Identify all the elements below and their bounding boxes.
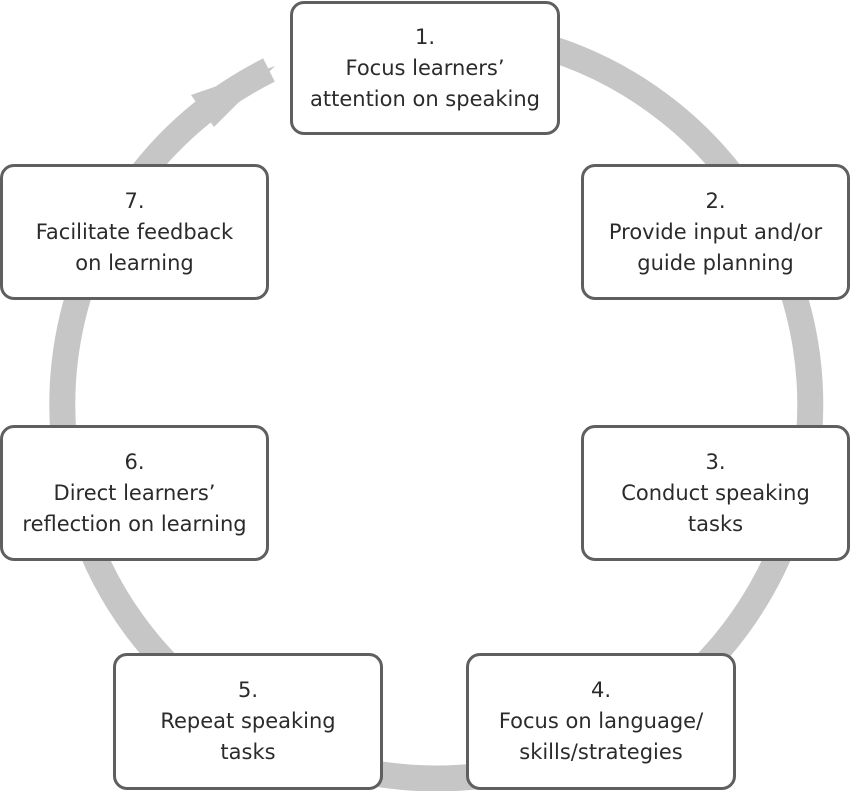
- step-6-line-1: Direct learners’: [53, 480, 216, 505]
- step-5-line-2: tasks: [220, 740, 276, 764]
- step-4-number: 4.: [590, 678, 612, 702]
- step-1-line-2: attention on speaking: [310, 86, 540, 111]
- step-7-line-1: Facilitate feedback: [35, 219, 234, 244]
- step-4-line-1: Focus on language/: [498, 709, 704, 733]
- step-5-line-1: Repeat speaking: [160, 709, 336, 733]
- step-6-box: 6. Direct learners’ reflection on learni…: [0, 425, 269, 561]
- step-7-box: 7. Facilitate feedback on learning: [0, 164, 269, 300]
- step-6-line-2: reflection on learning: [22, 511, 247, 536]
- step-3-line-1: Conduct speaking: [621, 480, 810, 505]
- step-4-line-2: skills/strategies: [519, 740, 683, 764]
- step-4-box: 4. Focus on language/ skills/strategies: [466, 653, 736, 790]
- step-5-box: 5. Repeat speaking tasks: [113, 653, 383, 790]
- step-1-line-1: Focus learners’: [345, 55, 505, 80]
- cycle-arrowhead: [191, 66, 275, 127]
- step-2-line-1: Provide input and/or: [608, 219, 823, 244]
- step-1-number: 1.: [414, 24, 436, 49]
- step-3-line-2: tasks: [687, 511, 744, 536]
- step-3-box: 3. Conduct speaking tasks: [581, 425, 850, 561]
- step-2-box: 2. Provide input and/or guide planning: [581, 164, 850, 300]
- step-6-number: 6.: [124, 449, 145, 474]
- step-3-number: 3.: [705, 449, 726, 474]
- step-7-number: 7.: [124, 188, 145, 213]
- step-2-number: 2.: [705, 188, 726, 213]
- step-1-box: 1. Focus learners’ attention on speaking: [290, 1, 560, 135]
- step-7-line-2: on learning: [75, 250, 194, 275]
- step-2-line-2: guide planning: [637, 250, 794, 275]
- step-5-number: 5.: [237, 678, 259, 702]
